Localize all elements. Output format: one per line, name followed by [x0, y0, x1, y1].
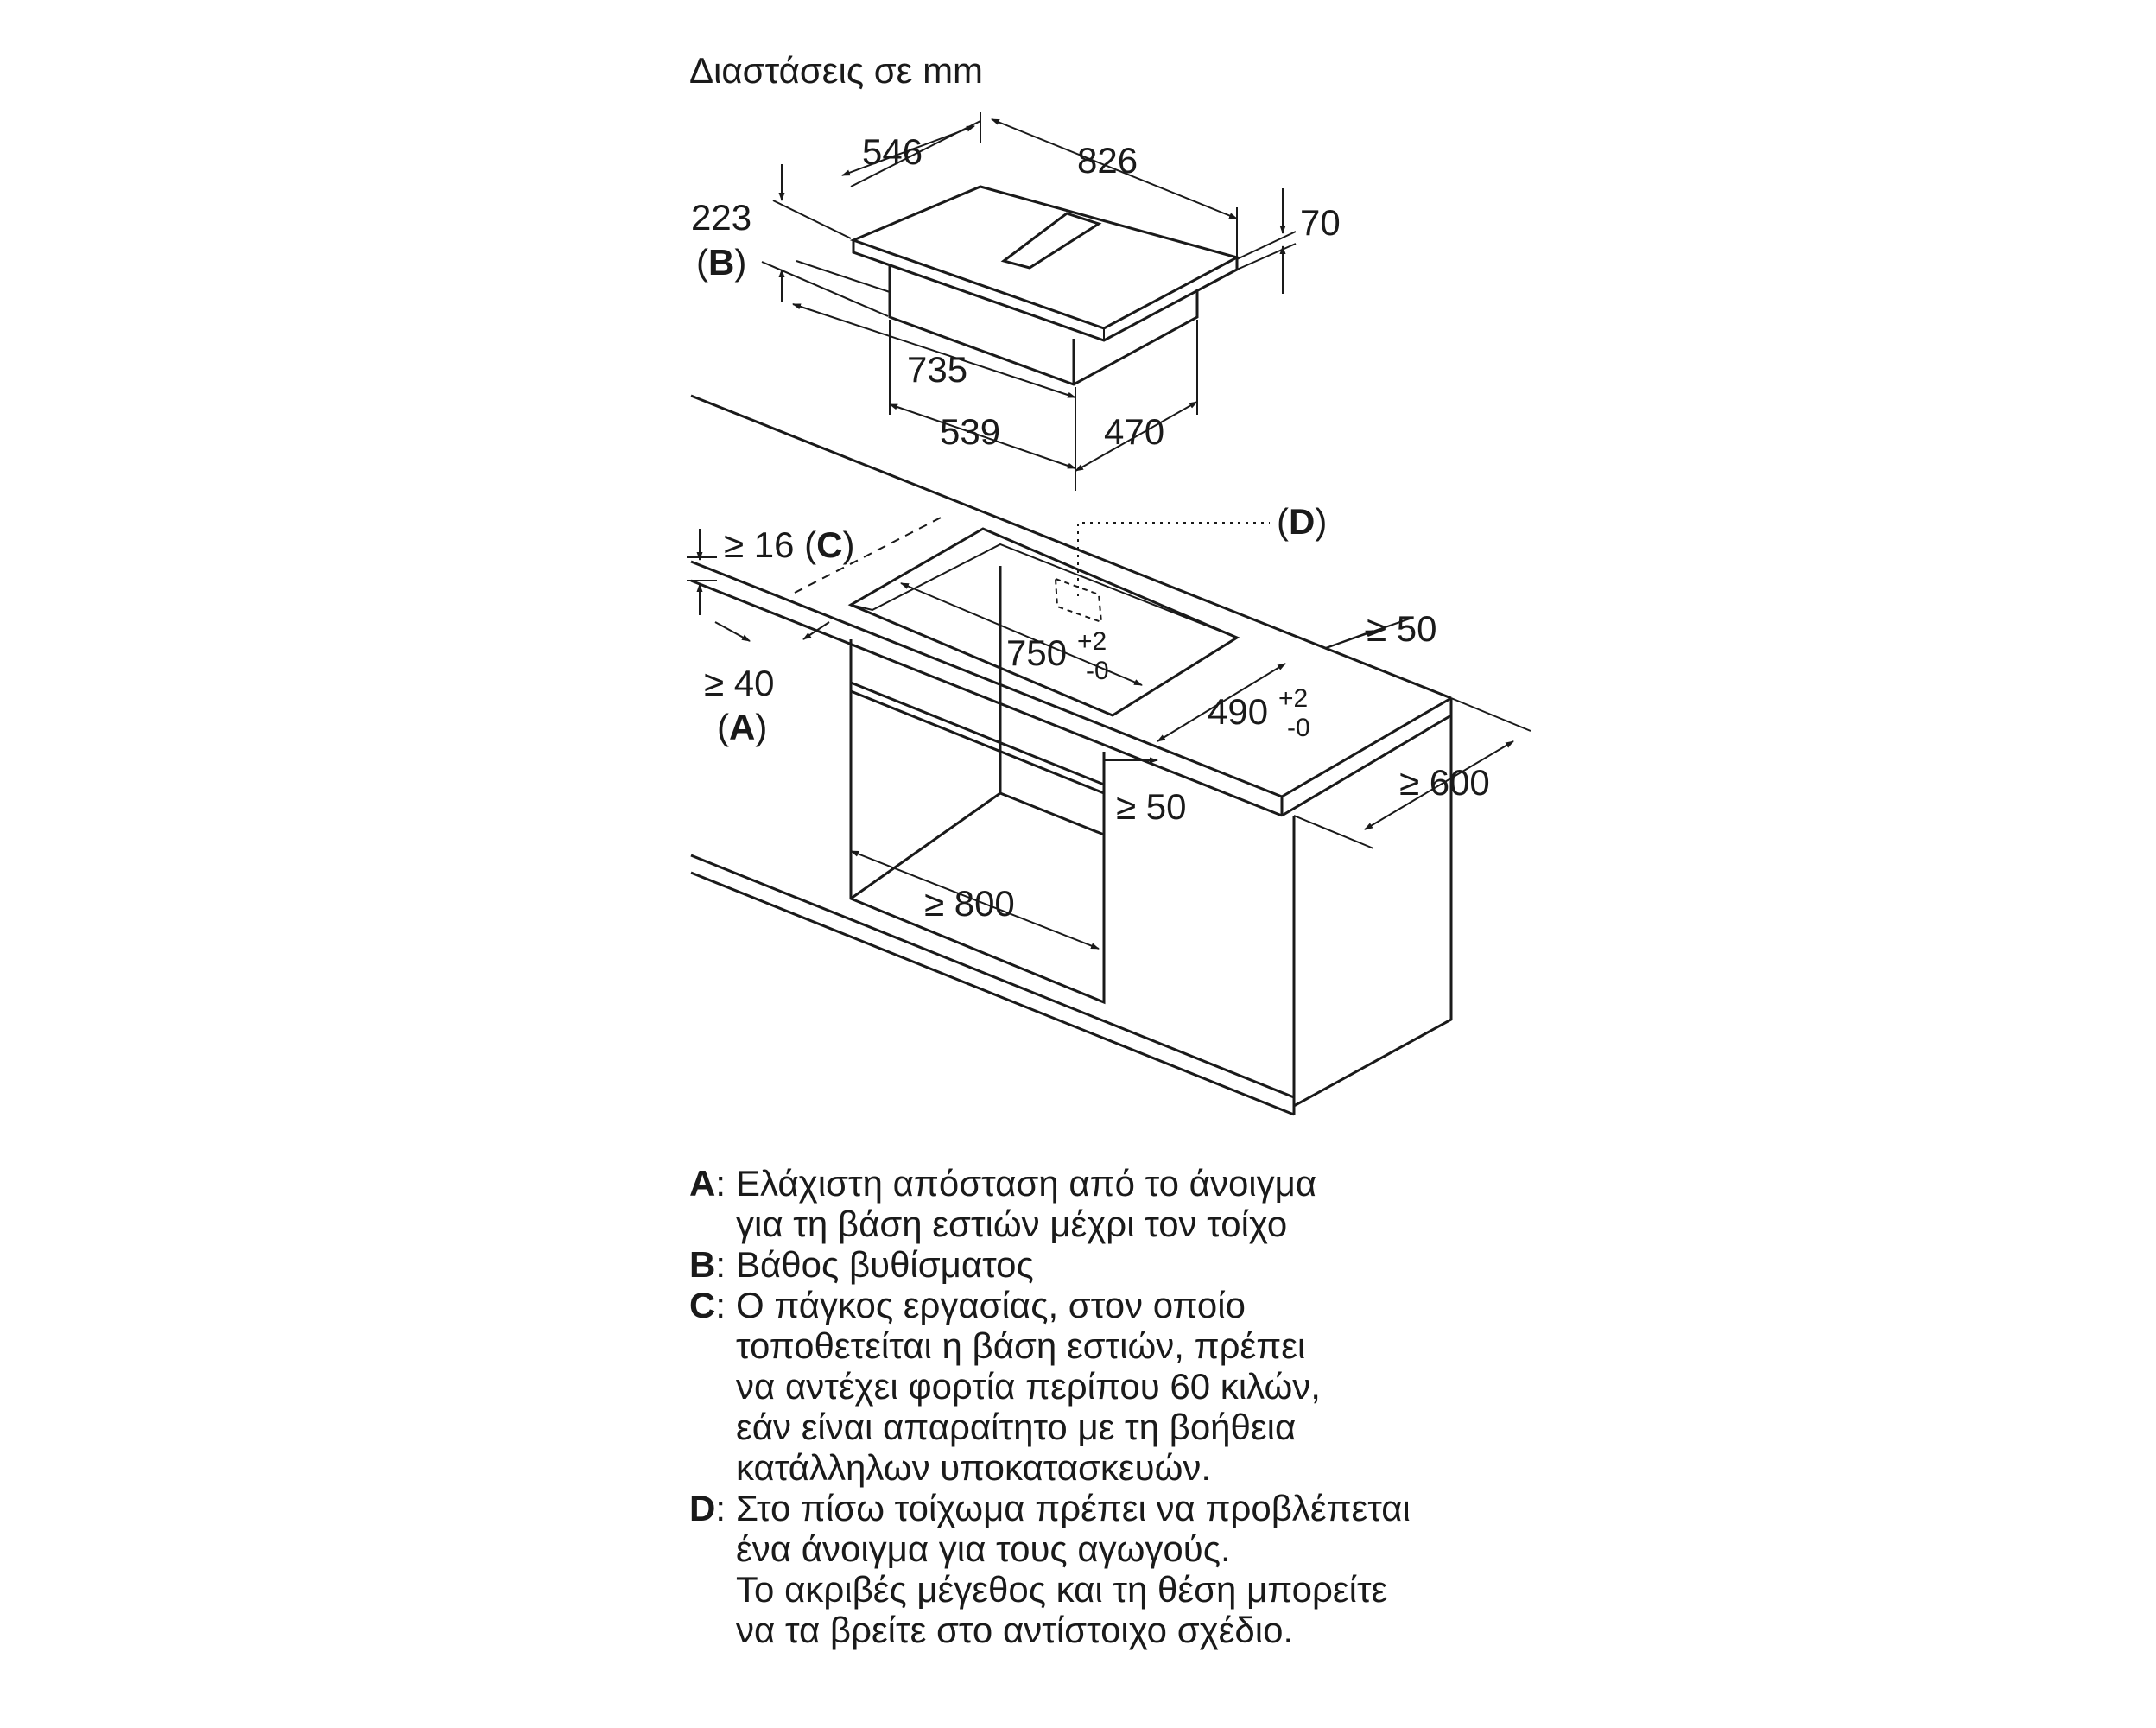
- ref-b: (B): [696, 242, 746, 283]
- legend-key: C: [689, 1285, 716, 1325]
- legend-item-c: C: Ο πάγκος εργασίας, στον οποίο τοποθετ…: [689, 1285, 1321, 1488]
- worktop-cabinet-drawing: [690, 394, 1453, 1116]
- legend-line: να τα βρείτε στο αντίστοιχο σχέδιο.: [736, 1610, 1294, 1650]
- dim-rear-distance: ≥ 50: [1367, 608, 1436, 649]
- cutout-opening: [847, 527, 1240, 717]
- hob-dimensions: [761, 112, 1297, 491]
- dim-front-distance: ≥ 50: [1116, 786, 1186, 827]
- legend-item-b: B: Βάθος βυθίσματος: [689, 1244, 1034, 1285]
- dim-cabinet-width: ≥ 800: [924, 883, 1015, 924]
- dim-223: 223: [691, 197, 751, 238]
- dim-470: 470: [1104, 411, 1164, 452]
- worktop-dimensions: [687, 529, 1531, 950]
- legend-line: Ελάχιστη απόσταση από το άνοιγμα: [736, 1163, 1317, 1204]
- legend-line: Το ακριβές μέγεθος και τη θέση μπορείτε: [736, 1569, 1388, 1610]
- legend-line: εάν είναι απαραίτητο με τη βοήθεια: [736, 1407, 1297, 1447]
- dim-worktop-thickness: ≥ 16 (C): [724, 524, 854, 565]
- legend-line: τοποθετείται η βάση εστιών, πρέπει: [736, 1325, 1306, 1366]
- hob-drawing: [849, 185, 1241, 386]
- ref-d: (D): [1277, 501, 1327, 542]
- dim-worktop-depth: ≥ 600: [1399, 762, 1490, 803]
- legend-line: Βάθος βυθίσματος: [736, 1244, 1034, 1285]
- legend-key: B: [689, 1244, 716, 1285]
- dim-cutout-depth: 490: [1208, 691, 1268, 732]
- dim-wall-distance: ≥ 40: [704, 663, 774, 703]
- tol-depth-plus: +2: [1278, 684, 1308, 713]
- legend: A: Ελάχιστη απόσταση από το άνοιγμα για …: [689, 1163, 1411, 1650]
- legend-item-d: D: Στο πίσω τοίχωμα πρέπει να προβλέπετα…: [689, 1488, 1411, 1650]
- dim-826: 826: [1077, 140, 1138, 181]
- legend-key: D: [689, 1488, 716, 1528]
- diagram-title: Διαστάσεις σε mm: [689, 50, 983, 91]
- vent-slot: [1000, 212, 1102, 270]
- legend-key: A: [689, 1163, 716, 1204]
- legend-line: Ο πάγκος εργασίας, στον οποίο: [736, 1285, 1246, 1325]
- dim-cutout-width: 750: [1006, 632, 1067, 673]
- tol-depth-minus: -0: [1287, 714, 1310, 742]
- dim-546: 546: [862, 131, 923, 172]
- duct-opening: [1054, 577, 1103, 624]
- dim-539: 539: [940, 411, 1000, 452]
- tol-width-plus: +2: [1077, 627, 1107, 656]
- legend-line: Στο πίσω τοίχωμα πρέπει να προβλέπεται: [736, 1488, 1411, 1528]
- tol-width-minus: -0: [1086, 657, 1109, 685]
- dim-735: 735: [907, 349, 967, 390]
- legend-line: κατάλληλων υποκατασκευών.: [736, 1447, 1212, 1488]
- legend-item-a: A: Ελάχιστη απόσταση από το άνοιγμα για …: [689, 1163, 1317, 1244]
- legend-line: για τη βάση εστιών μέχρι τον τοίχο: [736, 1204, 1288, 1244]
- legend-line: ένα άνοιγμα για τους αγωγούς.: [736, 1528, 1231, 1569]
- ref-a: (A): [717, 707, 767, 747]
- legend-line: να αντέχει φορτία περίπου 60 κιλών,: [736, 1366, 1321, 1407]
- dim-70: 70: [1300, 202, 1341, 243]
